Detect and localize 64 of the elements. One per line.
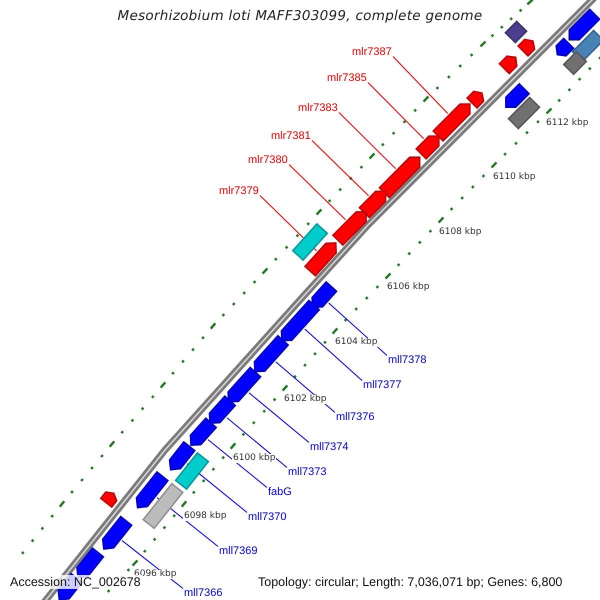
gene-label: mlr7379 <box>219 186 259 196</box>
gene-label: mlr7387 <box>352 46 392 58</box>
leader-line <box>226 417 288 468</box>
gene-label: mll7370 <box>248 512 287 522</box>
gene-glyph <box>505 82 530 108</box>
gene-glyph <box>190 417 218 446</box>
scale-tick-label: 6104 kbp <box>334 338 378 346</box>
gene-glyph <box>507 96 541 130</box>
gene-glyph <box>227 366 262 403</box>
gene-label: fabG <box>268 486 292 498</box>
gene-label: mll7369 <box>219 546 258 556</box>
scale-tick-label: 6098 kbp <box>183 512 228 520</box>
gene-label: mlr7380 <box>248 154 288 166</box>
gene-glyph <box>378 156 420 199</box>
gene-glyph <box>168 440 196 471</box>
scale-tick-label: 6096 kbp <box>133 570 178 578</box>
gene-glyph <box>517 38 536 57</box>
gene-label: mlr7385 <box>327 72 367 84</box>
gene-label: mll7366 <box>184 588 223 598</box>
footer-text: Topology: circular; Length: 7,036,071 bp; Genes: 6,800 <box>256 574 564 589</box>
scale-tick-label: 6102 kbp <box>283 394 328 404</box>
leader-line <box>208 439 268 488</box>
scale-tick-label: 6100 kbp <box>232 454 276 462</box>
gene-glyph <box>102 516 133 550</box>
leader-line <box>368 82 424 140</box>
scale-tick-label: 6108 kbp <box>438 228 482 236</box>
gene-glyph <box>304 242 337 277</box>
leader-line <box>338 112 396 170</box>
gene-glyph <box>174 452 210 490</box>
leader-line <box>304 328 362 381</box>
gene-label: mll7377 <box>363 380 402 390</box>
gene-glyph <box>142 482 184 530</box>
gene-glyph <box>208 395 236 424</box>
gene-glyph <box>280 299 320 342</box>
gene-label: mll7373 <box>288 466 327 478</box>
gene-glyph <box>100 491 118 508</box>
gene-glyph <box>466 90 484 109</box>
leader-line <box>248 392 310 443</box>
gene-glyph <box>254 334 290 372</box>
gene-label: mlr7381 <box>271 130 311 142</box>
gene-glyph <box>562 50 588 76</box>
gene-glyph <box>498 55 518 75</box>
leader-line <box>392 56 448 114</box>
gene-glyph <box>332 211 367 246</box>
gene-label: mlr7383 <box>298 102 338 114</box>
gene-label: mll7378 <box>388 354 427 366</box>
gene-glyph <box>504 20 528 44</box>
gene-glyph <box>136 470 169 508</box>
gene-glyph <box>555 37 575 57</box>
gene-label: mll7376 <box>336 412 375 422</box>
gene-glyph <box>568 8 600 40</box>
scale-tick-label: 6106 kbp <box>386 282 430 292</box>
gene-glyph <box>311 280 338 308</box>
footer-text: Accession: NC_002678 <box>8 574 143 589</box>
title: Mesorhizobium loti MAFF303099, complete genome <box>116 10 484 24</box>
gene-glyph <box>358 190 386 219</box>
gene-glyph <box>415 135 440 160</box>
leader-line <box>312 140 370 196</box>
gene-label: mll7374 <box>310 442 349 452</box>
gene-glyph <box>432 103 471 142</box>
gene-glyph <box>292 222 328 262</box>
scale-tick-label: 6110 kbp <box>492 172 536 182</box>
scale-tick-label: 6112 kbp <box>545 118 590 128</box>
leader-line <box>288 164 346 220</box>
